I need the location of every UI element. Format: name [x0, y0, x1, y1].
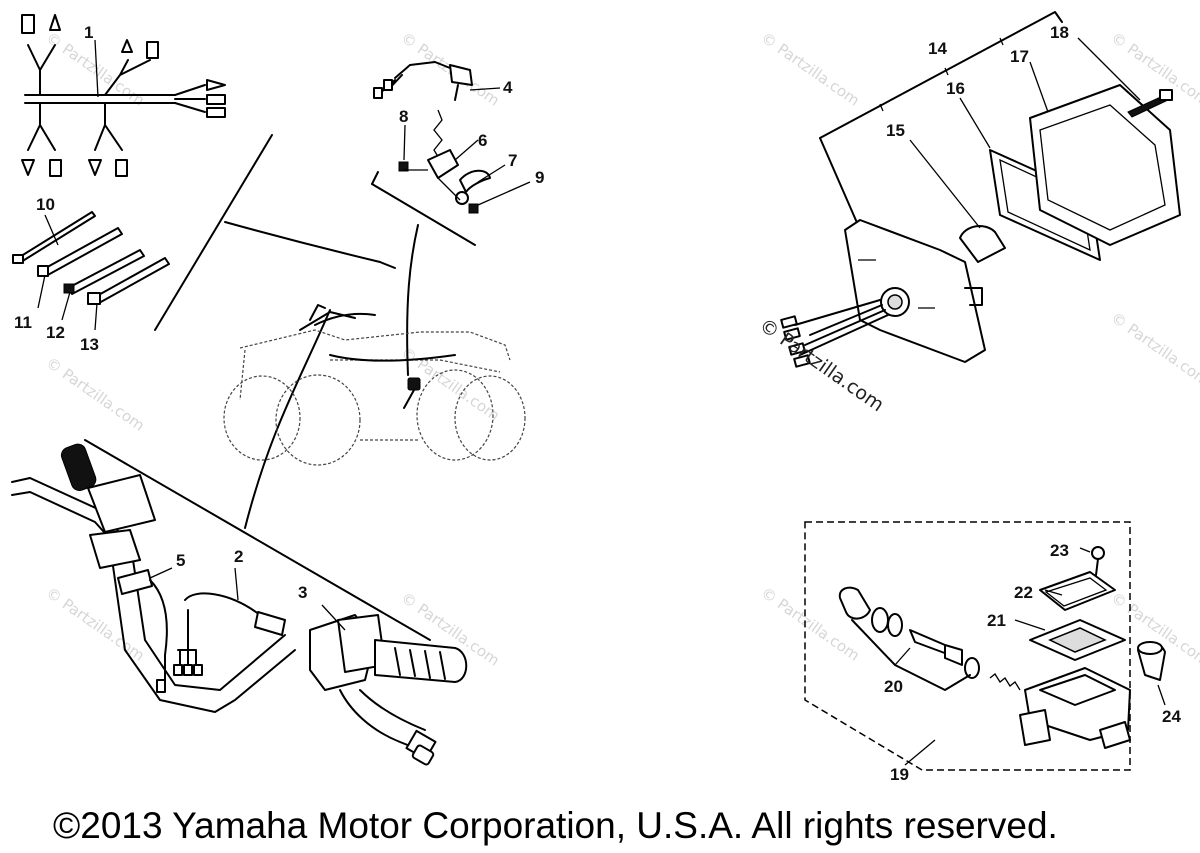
watermark: © Partzilla.com — [43, 584, 148, 665]
tail-light-assembly — [780, 11, 1181, 368]
callout-13: 13 — [80, 335, 99, 354]
callout-7: 7 — [508, 151, 517, 170]
callout-2: 2 — [234, 547, 243, 566]
callout-23: 23 — [1050, 541, 1069, 560]
master-cylinder-assembly — [804, 521, 1166, 771]
callout-11: 11 — [14, 313, 32, 332]
watermark: © Partzilla.com — [43, 354, 148, 435]
leader-lines — [84, 134, 476, 641]
callout-17: 17 — [1010, 47, 1029, 66]
callout-15: 15 — [886, 121, 905, 140]
callout-19: 19 — [890, 765, 909, 784]
atv-silhouette — [223, 304, 526, 466]
callout-14: 14 — [928, 39, 947, 58]
callout-20: 20 — [884, 677, 903, 696]
callout-8: 8 — [399, 107, 408, 126]
callout-3: 3 — [298, 583, 307, 602]
callout-1: 1 — [84, 23, 93, 42]
watermark: © Partzilla.com — [1108, 309, 1200, 390]
wire-harness — [21, 14, 226, 177]
copyright-notice: ©2013 Yamaha Motor Corporation, U.S.A. A… — [53, 805, 1058, 846]
callout-18: 18 — [1050, 23, 1069, 42]
callout-labels: 1 2 3 4 5 6 7 8 9 10 11 12 13 14 15 16 1… — [14, 23, 1181, 784]
callout-4: 4 — [503, 78, 513, 97]
callout-10: 10 — [36, 195, 55, 214]
callout-22: 22 — [1014, 583, 1033, 602]
callout-21: 21 — [987, 611, 1006, 630]
callout-6: 6 — [478, 131, 487, 150]
watermark-group: © Partzilla.com © Partzilla.com © Partzi… — [43, 29, 1200, 670]
callout-5: 5 — [176, 551, 185, 570]
callout-9: 9 — [535, 168, 544, 187]
callout-24: 24 — [1162, 707, 1181, 726]
watermark: © Partzilla.com — [758, 29, 863, 110]
callout-16: 16 — [946, 79, 965, 98]
callout-12: 12 — [46, 323, 65, 342]
brake-switch-assembly — [373, 61, 531, 214]
handlebar-assembly — [11, 443, 468, 766]
cable-ties — [12, 211, 170, 331]
